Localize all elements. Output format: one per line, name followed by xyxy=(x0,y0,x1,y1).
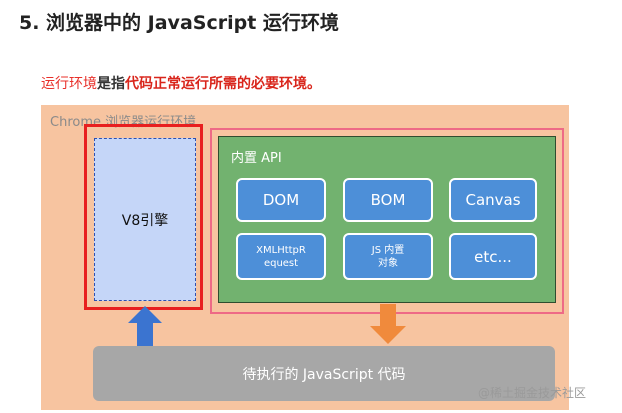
v8-engine-box: V8引擎 xyxy=(94,138,196,301)
api-item-bom-label: BOM xyxy=(370,191,406,209)
description: 运行环境是指代码正常运行所需的必要环境。 xyxy=(41,73,321,93)
description-emphasis: 代码正常运行所需的必要环境。 xyxy=(125,76,321,92)
api-item-canvas: Canvas xyxy=(449,178,537,222)
page-title: 5. 浏览器中的 JavaScript 运行环境 xyxy=(19,12,339,34)
watermark: @稀土掘金技术社区 xyxy=(478,386,587,400)
api-item-xmlhttprequest: XMLHttpR equest xyxy=(236,233,326,280)
v8-engine-label: V8引擎 xyxy=(121,212,169,229)
api-item-dom: DOM xyxy=(236,178,326,222)
up-arrow-icon xyxy=(128,306,162,346)
pending-code-label: 待执行的 JavaScript 代码 xyxy=(242,366,406,383)
api-item-etc-label: etc... xyxy=(474,247,512,266)
builtin-api-label: 内置 API xyxy=(231,151,282,166)
api-item-etc: etc... xyxy=(449,233,537,280)
api-item-canvas-label: Canvas xyxy=(465,191,521,209)
api-item-bom: BOM xyxy=(343,178,433,222)
description-highlight: 运行环境 xyxy=(41,76,97,92)
pending-code-bar: 待执行的 JavaScript 代码 xyxy=(93,346,555,401)
api-item-dom-label: DOM xyxy=(262,191,300,209)
api-item-js-builtin-objects: JS 内置 对象 xyxy=(343,233,433,280)
down-arrow-icon xyxy=(370,304,406,344)
api-item-xmlhttprequest-label: XMLHttpR equest xyxy=(256,244,306,269)
api-item-js-builtin-objects-label: JS 内置 对象 xyxy=(371,244,405,269)
description-connector: 是指 xyxy=(97,76,125,92)
